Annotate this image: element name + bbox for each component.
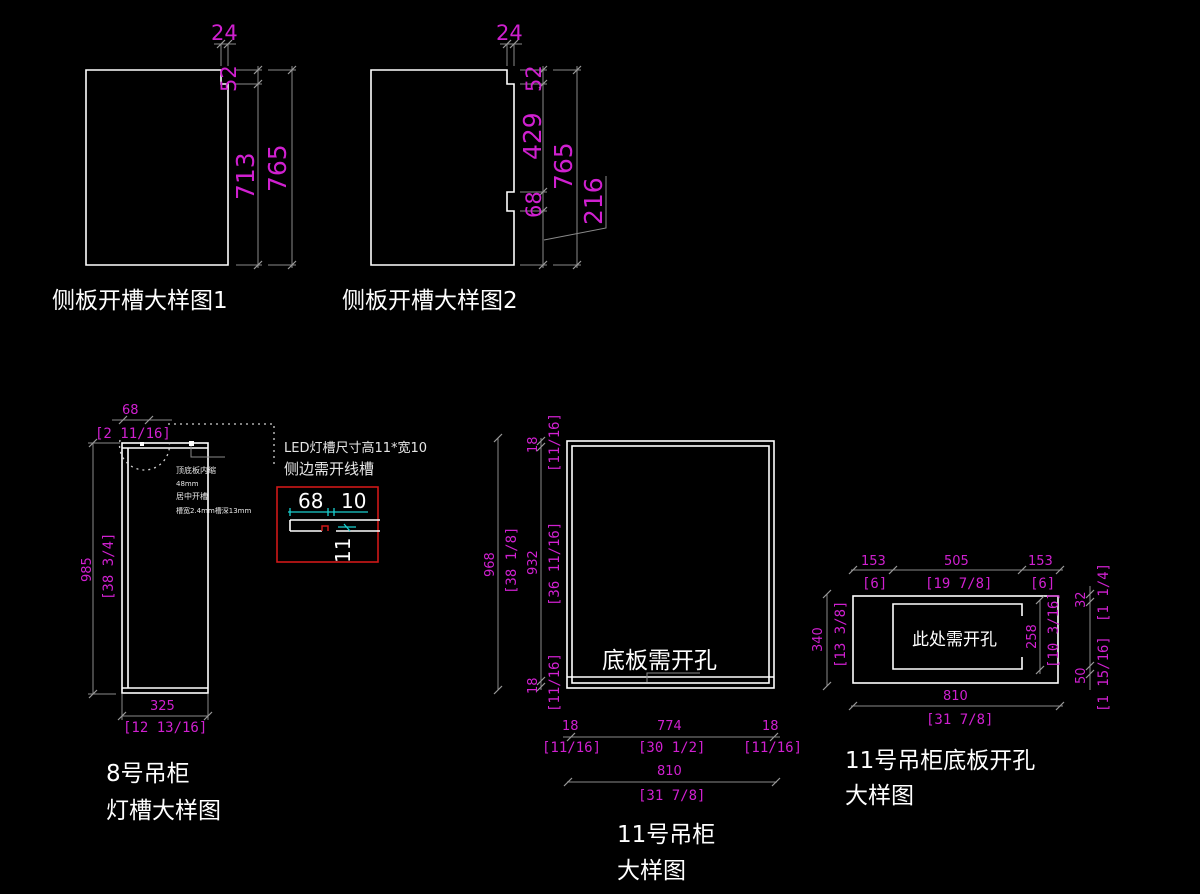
cabinet-11-inner bbox=[571, 445, 770, 684]
hole-label: 此处需开孔 bbox=[912, 630, 997, 650]
dim-right-153-in: [6] bbox=[1030, 576, 1055, 592]
dim-hole-258: 258 bbox=[1025, 624, 1040, 649]
led-dim-68: 68 bbox=[298, 489, 323, 513]
bottom-plate-outline bbox=[852, 595, 1059, 684]
dim-middle: 429 bbox=[518, 112, 547, 160]
dim-top-notch: 52 bbox=[522, 65, 546, 92]
cabinet-11-bottom-title-line2: 大样图 bbox=[845, 783, 914, 809]
cabinet-11-bottom-drawing: 此处需开孔 153 [6] 505 [19 7/8] 153 [6] 340 [… bbox=[811, 554, 1112, 809]
dim-width-325-in: [12 13/16] bbox=[123, 720, 207, 736]
dim-left-t: 18 bbox=[562, 719, 579, 734]
dim-inner-w-in: [30 1/2] bbox=[638, 740, 705, 756]
dim-inner-w: 774 bbox=[657, 719, 682, 734]
led-slot-callout: LED灯槽尺寸高11*宽10 侧边需开线槽 68 10 11 bbox=[276, 440, 427, 563]
dim-top-t-in: [11/16] bbox=[547, 413, 563, 472]
dim-bottom-offset: 216 bbox=[579, 177, 608, 225]
dim-right-153: 153 bbox=[1028, 554, 1053, 569]
dim-height-985: 985 bbox=[80, 557, 95, 582]
dim-width-810: 810 bbox=[943, 689, 968, 704]
dim-inner-h-in: [36 11/16] bbox=[547, 522, 563, 606]
cabinet-11-title-line2: 大样图 bbox=[617, 858, 686, 884]
hole-outline bbox=[892, 603, 1023, 670]
side-panel-2: 24 52 429 68 765 216 侧板开槽大样图2 bbox=[342, 21, 608, 314]
side-panel-2-title: 侧板开槽大样图2 bbox=[342, 288, 518, 314]
dim-overall-h: 968 bbox=[483, 552, 498, 577]
cabinet-11-outer bbox=[566, 440, 775, 689]
led-dim-11: 11 bbox=[331, 538, 355, 563]
dim-lower-height: 713 bbox=[231, 152, 260, 200]
cabinet-8-note-4: 槽宽2.4mm槽深13mm bbox=[176, 506, 251, 515]
led-dim-10: 10 bbox=[341, 489, 366, 513]
dim-overall-h-in: [38 1/8] bbox=[504, 527, 520, 594]
dim-mid-505-in: [19 7/8] bbox=[925, 576, 992, 592]
dim-top-t: 18 bbox=[526, 436, 541, 453]
dim-overall-w-in: [31 7/8] bbox=[638, 788, 705, 804]
cabinet-11-bottom-title-line1: 11号吊柜底板开孔 bbox=[845, 748, 1035, 774]
dim-top-68: 68 bbox=[122, 403, 139, 418]
led-note-line2: 侧边需开线槽 bbox=[284, 460, 374, 478]
dim-width-325: 325 bbox=[150, 699, 175, 714]
dim-bot-t: 18 bbox=[526, 677, 541, 694]
dim-depth-340: 340 bbox=[811, 627, 826, 652]
dim-right-t: 18 bbox=[762, 719, 779, 734]
panel-1-outline bbox=[85, 69, 229, 266]
dim-overall-w: 810 bbox=[657, 764, 682, 779]
dim-top-32: 32 bbox=[1074, 591, 1089, 608]
dim-left-153-in: [6] bbox=[862, 576, 887, 592]
cabinet-8-title-line1: 8号吊柜 bbox=[106, 761, 190, 787]
panel-2-outline bbox=[370, 69, 515, 266]
dim-top-68-in: [2 11/16] bbox=[95, 426, 171, 442]
led-detail-frame bbox=[276, 486, 379, 563]
dim-left-153: 153 bbox=[861, 554, 886, 569]
dim-notch-width-2: 24 bbox=[496, 21, 523, 45]
cabinet-11-drawing: 底板需开孔 968 [38 1/8] 932 [36 11/16] 18 [11… bbox=[483, 413, 802, 884]
dim-hole-258-in: [10 3/16] bbox=[1046, 592, 1062, 668]
dim-width-810-in: [31 7/8] bbox=[926, 712, 993, 728]
dim-height-985-in: [38 3/4] bbox=[101, 533, 117, 600]
cabinet-11-label: 底板需开孔 bbox=[602, 648, 717, 674]
dim-depth-340-in: [13 3/8] bbox=[833, 601, 849, 668]
dim-notch-width: 24 bbox=[211, 21, 238, 45]
dim-bot-50: 50 bbox=[1074, 667, 1089, 684]
dim-top-32-in: [1 1/4] bbox=[1096, 563, 1112, 622]
dim-left-t-in: [11/16] bbox=[542, 740, 601, 756]
led-note-line1: LED灯槽尺寸高11*宽10 bbox=[284, 440, 427, 456]
dim-bot-t-in: [11/16] bbox=[547, 653, 563, 712]
side-panel-1: 24 52 713 765 侧板开槽大样图1 bbox=[52, 21, 297, 314]
cabinet-8-drawing: 68 [2 11/16] 顶底板内缩 48mm 居中开槽 槽宽2.4mm槽深13… bbox=[80, 403, 275, 824]
dim-notch-height: 52 bbox=[217, 65, 241, 92]
cabinet-11-title-line1: 11号吊柜 bbox=[617, 822, 715, 848]
dim-bot-50-in: [1 15/16] bbox=[1096, 636, 1112, 712]
side-panel-1-title: 侧板开槽大样图1 bbox=[52, 288, 228, 314]
dim-right-t-in: [11/16] bbox=[743, 740, 802, 756]
dim-inner-h: 932 bbox=[526, 550, 541, 575]
detail-circle bbox=[118, 439, 171, 471]
cabinet-8-title-line2: 灯槽大样图 bbox=[106, 798, 221, 824]
dim-overall-height: 765 bbox=[263, 144, 292, 192]
cabinet-8-note-3: 居中开槽 bbox=[176, 491, 208, 501]
cabinet-8-note-2: 48mm bbox=[176, 480, 199, 488]
cabinet-8-note-1: 顶底板内缩 bbox=[176, 465, 216, 475]
dim-mid-505: 505 bbox=[944, 554, 969, 569]
cabinet-8-outline bbox=[121, 442, 209, 694]
dim-slot: 68 bbox=[522, 191, 546, 218]
dim-overall-height-2: 765 bbox=[549, 142, 578, 190]
